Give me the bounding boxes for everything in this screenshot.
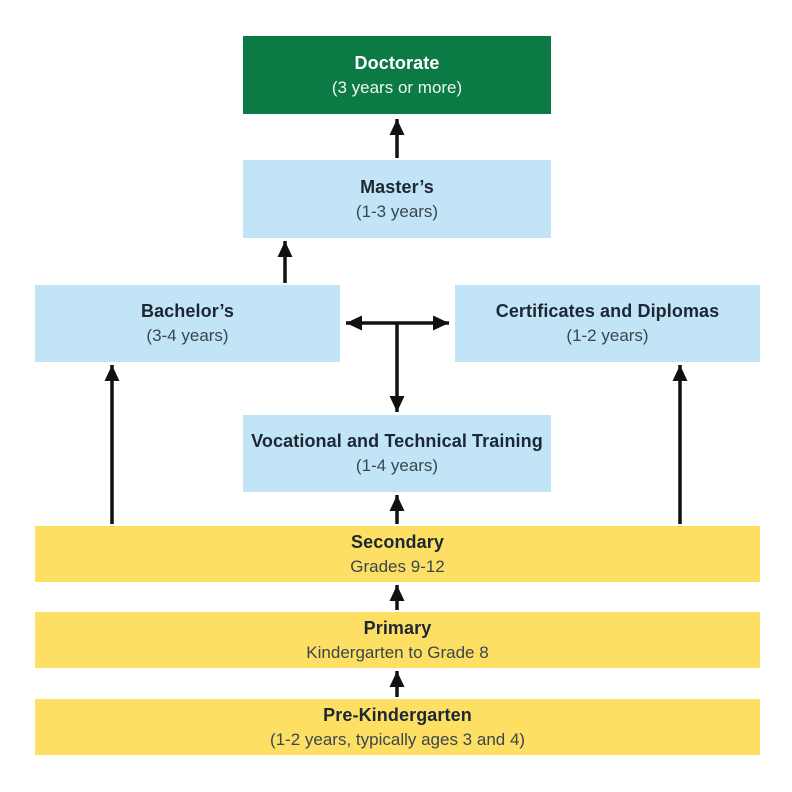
- bachelors-subtitle: (3-4 years): [146, 326, 229, 346]
- doctorate-subtitle: (3 years or more): [331, 77, 463, 97]
- certificates-subtitle: (1-2 years): [566, 326, 649, 346]
- box-bachelors: Bachelor’s (3-4 years): [35, 285, 340, 362]
- box-masters: Master’s (1-3 years): [243, 160, 551, 238]
- secondary-title: Secondary: [351, 531, 444, 552]
- vocational-title: Vocational and Technical Training: [251, 431, 543, 452]
- prek-subtitle: (1-2 years, typically ages 3 and 4): [269, 729, 526, 749]
- certificates-title: Certificates and Diplomas: [495, 301, 720, 322]
- box-doctorate: Doctorate (3 years or more): [243, 36, 551, 114]
- doctorate-title: Doctorate: [354, 52, 440, 73]
- box-pre-kindergarten: Pre-Kindergarten (1-2 years, typically a…: [35, 699, 760, 755]
- box-secondary: Secondary Grades 9-12: [35, 526, 760, 582]
- box-primary: Primary Kindergarten to Grade 8: [35, 612, 760, 668]
- primary-subtitle: Kindergarten to Grade 8: [306, 642, 489, 662]
- vocational-subtitle: (1-4 years): [355, 456, 439, 476]
- box-certificates-and-diplomas: Certificates and Diplomas (1-2 years): [455, 285, 760, 362]
- bachelors-title: Bachelor’s: [140, 301, 235, 322]
- prek-title: Pre-Kindergarten: [323, 704, 472, 725]
- primary-title: Primary: [363, 617, 432, 638]
- masters-title: Master’s: [360, 176, 434, 197]
- secondary-subtitle: Grades 9-12: [350, 556, 445, 576]
- masters-subtitle: (1-3 years): [355, 201, 439, 221]
- box-vocational-training: Vocational and Technical Training (1-4 y…: [243, 415, 551, 492]
